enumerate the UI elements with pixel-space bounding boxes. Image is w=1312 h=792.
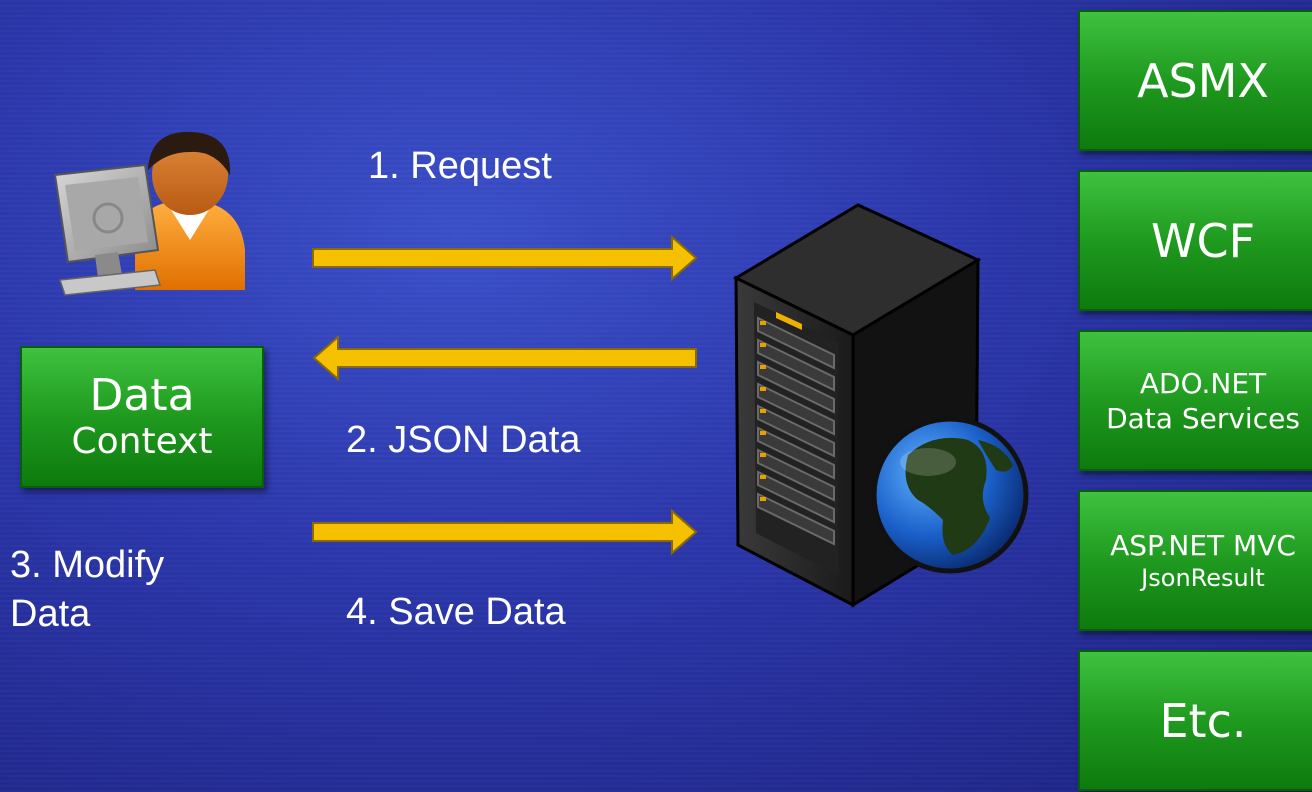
- service-asmx: ASMX: [1078, 10, 1312, 151]
- step-request-label: 1. Request: [368, 145, 552, 187]
- step-modify-label-line1: 3. Modify: [10, 544, 165, 586]
- response-arrow: [312, 334, 697, 382]
- service-asmx-label: ASMX: [1137, 53, 1269, 108]
- step-modify-label-line2: Data: [10, 593, 91, 635]
- service-aspnet-mvc: ASP.NET MVC JsonResult: [1078, 490, 1312, 631]
- service-ado-net-sublabel: Data Services: [1106, 401, 1300, 435]
- save-arrow: [312, 508, 698, 556]
- user-at-computer-icon: [53, 131, 245, 296]
- server-globe-icon: [732, 203, 1029, 608]
- service-wcf: WCF: [1078, 170, 1312, 311]
- service-etc: Etc.: [1078, 650, 1312, 791]
- service-wcf-label: WCF: [1150, 213, 1256, 268]
- service-ado-net: ADO.NET Data Services: [1078, 330, 1312, 471]
- service-aspnet-mvc-sublabel: JsonResult: [1141, 564, 1265, 592]
- data-context-title: Data: [89, 370, 195, 422]
- step-json-data-label: 2. JSON Data: [346, 419, 581, 461]
- service-etc-label: Etc.: [1159, 693, 1247, 748]
- request-arrow: [312, 234, 698, 282]
- data-context-box: Data Context: [20, 346, 264, 488]
- service-aspnet-mvc-label: ASP.NET MVC: [1110, 529, 1296, 562]
- data-context-subtitle: Context: [71, 420, 213, 462]
- service-ado-net-label: ADO.NET: [1139, 366, 1267, 400]
- step-save-data-label: 4. Save Data: [346, 591, 566, 633]
